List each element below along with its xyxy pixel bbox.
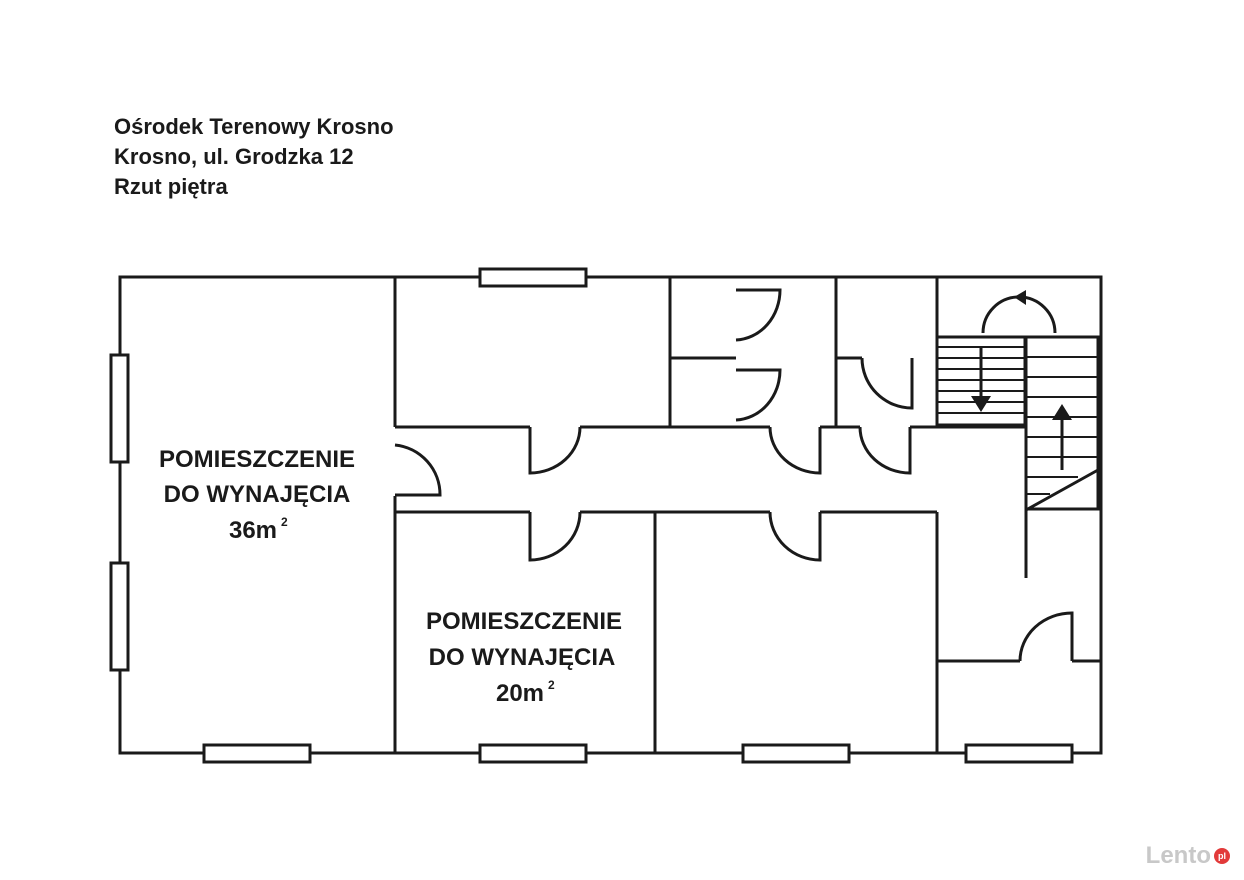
outer-wall xyxy=(118,275,1103,755)
door-swing xyxy=(768,511,822,562)
door-swing xyxy=(528,426,582,475)
plan-header: Ośrodek Terenowy Krosno Krosno, ul. Grod… xyxy=(114,112,394,202)
room-small-area-sup: 2 xyxy=(548,678,555,692)
stair-turn-arc xyxy=(981,295,1057,334)
door-swing xyxy=(735,288,782,342)
watermark-text: Lento xyxy=(1145,842,1211,869)
door-swing xyxy=(735,368,782,422)
header-facility-name: Ośrodek Terenowy Krosno xyxy=(114,114,394,139)
window-bottom-3 xyxy=(741,743,851,764)
stair-arrows xyxy=(971,290,1072,420)
room-label-small: POMIESZCZENIE DO WYNAJĘCIA 20m 2 xyxy=(426,608,622,707)
arrow-up-icon xyxy=(1052,404,1072,420)
arrow-turn-icon xyxy=(1014,290,1026,305)
windows xyxy=(109,267,1074,764)
window-left-lower xyxy=(109,561,130,672)
room-small-line2: DO WYNAJĘCIA xyxy=(429,644,616,671)
header-address: Krosno, ul. Grodzka 12 xyxy=(114,144,354,169)
door-swing xyxy=(394,443,442,497)
staircase xyxy=(935,295,1100,512)
door-swing xyxy=(858,426,912,475)
window-bottom-2 xyxy=(478,743,588,764)
door-swing xyxy=(860,357,914,410)
door-swing xyxy=(528,511,582,562)
room-small-line1: POMIESZCZENIE xyxy=(426,608,622,635)
window-top xyxy=(478,267,588,288)
window-left-upper xyxy=(109,353,130,464)
room-label-large: POMIESZCZENIE DO WYNAJĘCIA 36m 2 xyxy=(159,446,355,544)
room-large-line1: POMIESZCZENIE xyxy=(159,446,355,473)
doors xyxy=(392,288,1074,664)
room-small-area: 20m xyxy=(496,680,544,707)
door-swing xyxy=(768,426,822,475)
door-swing xyxy=(1018,611,1074,662)
window-bottom-1 xyxy=(202,743,312,764)
room-large-area: 36m xyxy=(229,517,277,544)
arrow-down-icon xyxy=(971,396,991,412)
header-plan-type: Rzut piętra xyxy=(114,174,228,199)
watermark-badge: pl xyxy=(1214,848,1230,864)
room-large-line2: DO WYNAJĘCIA xyxy=(164,481,351,508)
window-bottom-4 xyxy=(964,743,1074,764)
room-large-area-sup: 2 xyxy=(281,515,288,529)
watermark-logo: Lento pl xyxy=(1146,842,1230,870)
